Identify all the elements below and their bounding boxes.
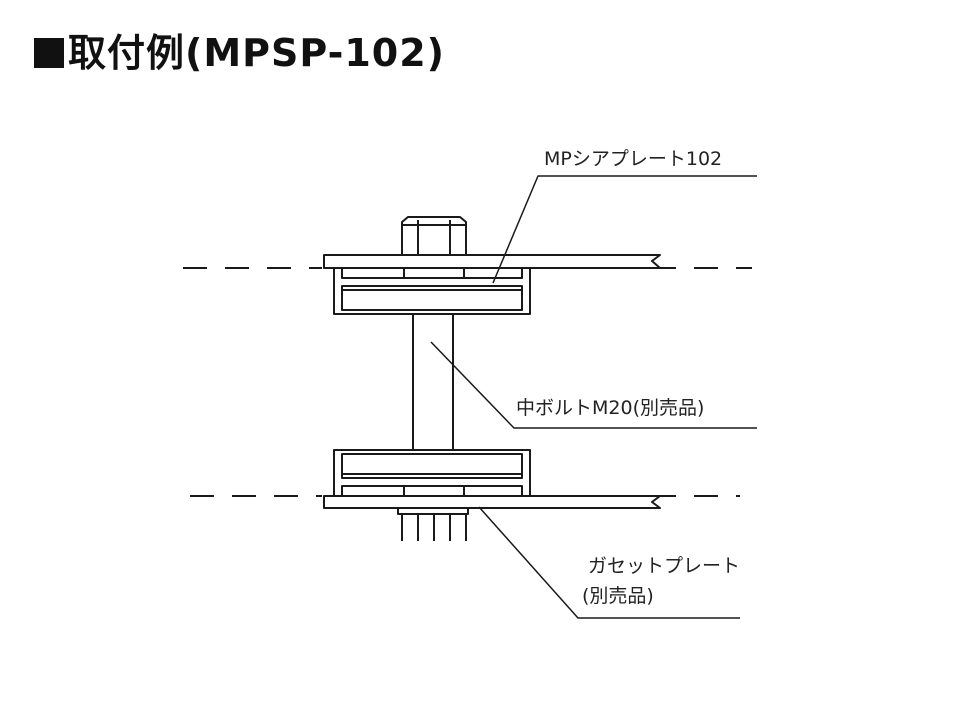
label-gusset-plate-note: (別売品) bbox=[582, 585, 654, 607]
leader-line-gusset-plate bbox=[478, 506, 740, 619]
label-center-bolt: 中ボルトM20(別売品) bbox=[516, 397, 705, 419]
bolt-nut-bottom bbox=[397, 507, 469, 541]
page-title-text: 取付例(MPSP-102) bbox=[68, 31, 446, 75]
label-gusset-plate: ガセットプレート bbox=[588, 555, 741, 577]
label-shear-plate: MPシアプレート102 bbox=[544, 148, 723, 170]
black-square-icon bbox=[34, 38, 64, 68]
leader-line-shear-plate bbox=[492, 175, 757, 284]
page-title: 取付例(MPSP-102) bbox=[34, 22, 445, 77]
upper-gusset-plate bbox=[323, 254, 661, 269]
hex-bolt-head bbox=[401, 216, 467, 256]
leader-line-center-bolt bbox=[430, 341, 757, 429]
lower-shear-plate bbox=[333, 449, 531, 497]
lower-gusset-plate bbox=[323, 495, 661, 509]
upper-shear-plate bbox=[333, 267, 531, 315]
center-bolt-shank bbox=[412, 313, 454, 451]
